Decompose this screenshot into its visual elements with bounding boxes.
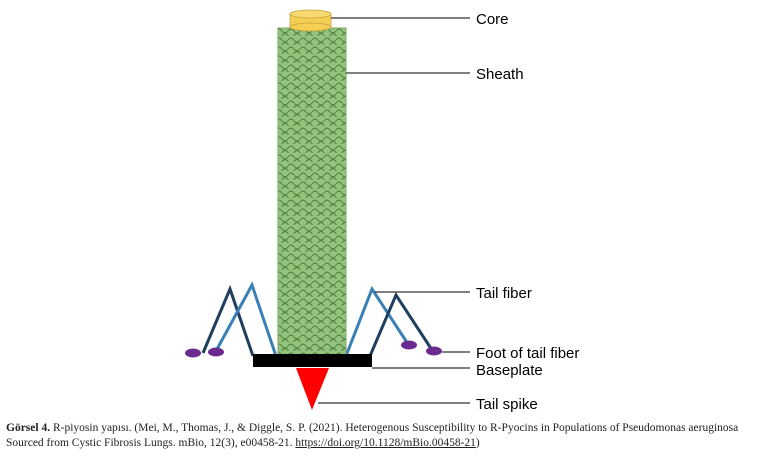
core: [289, 9, 332, 32]
foot-of-tail-fiber: [185, 348, 201, 358]
foot-of-tail-fiber: [401, 340, 417, 350]
foot-of-tail-fiber-label: Foot of tail fiber: [476, 345, 579, 362]
left-tail-fiber-light: [214, 281, 278, 357]
r-pyocin-diagram: Core Sheath Tail fiber Foot of tail fibe…: [185, 9, 579, 413]
left-tail-fiber-dark: [201, 284, 255, 357]
baseplate: [253, 354, 372, 367]
sheath: [277, 27, 347, 357]
caption-text: R-piyosin yapısı. (Mei, M., Thomas, J., …: [6, 422, 739, 449]
left-tail-fibers: [201, 281, 278, 357]
tail-spike: [296, 368, 329, 410]
right-tail-fibers: [344, 285, 434, 357]
tail-fiber-feet: [185, 340, 442, 358]
tail-fiber-label: Tail fiber: [476, 285, 532, 302]
right-tail-fiber-light: [344, 285, 410, 357]
tail-spike-label: Tail spike: [476, 396, 538, 413]
caption-lead: Görsel 4.: [6, 422, 51, 434]
caption-tail: ): [475, 437, 480, 449]
foot-of-tail-fiber: [426, 346, 442, 356]
baseplate-label: Baseplate: [476, 362, 543, 379]
sheath-label: Sheath: [476, 66, 524, 83]
caption-doi-link[interactable]: https://doi.org/10.1128/mBio.00458-21: [295, 437, 476, 449]
right-tail-fiber-dark: [368, 291, 434, 357]
core-label: Core: [476, 11, 509, 28]
foot-of-tail-fiber: [208, 347, 224, 357]
figure-caption: Görsel 4. R-piyosin yapısı. (Mei, M., Th…: [6, 421, 768, 451]
